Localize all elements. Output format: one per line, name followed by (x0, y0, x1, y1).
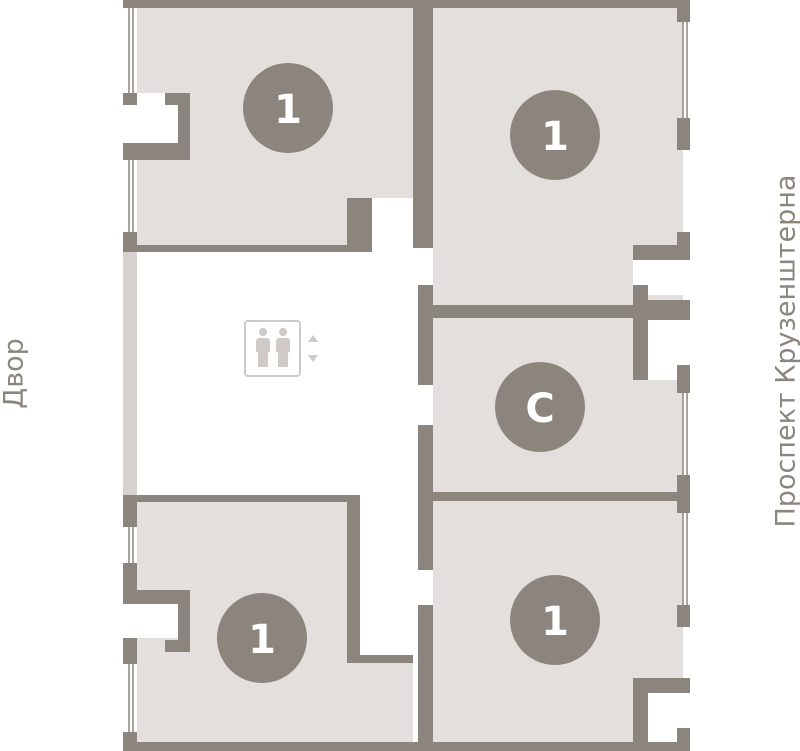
apartment-badge[interactable]: 1 (510, 575, 600, 665)
apartment-type-label: 1 (541, 114, 569, 160)
windows (128, 8, 688, 732)
apartment-type-label: 1 (274, 87, 302, 133)
apartment-badge[interactable]: 1 (243, 63, 333, 153)
courtyard-side-label: Двор (0, 338, 30, 409)
lobby-strip (123, 250, 137, 495)
street-side-label: Проспект Крузенштерна (770, 174, 800, 528)
elevator-icon (244, 320, 318, 377)
apartment-badge[interactable]: 1 (510, 90, 600, 180)
apartment-badge[interactable]: 1 (217, 593, 307, 683)
apartment-badge[interactable]: С (495, 362, 585, 452)
apartment-type-label: 1 (248, 617, 276, 663)
walls (123, 0, 690, 751)
apartment-type-label: 1 (541, 599, 569, 645)
apartment-type-label: С (525, 386, 554, 432)
